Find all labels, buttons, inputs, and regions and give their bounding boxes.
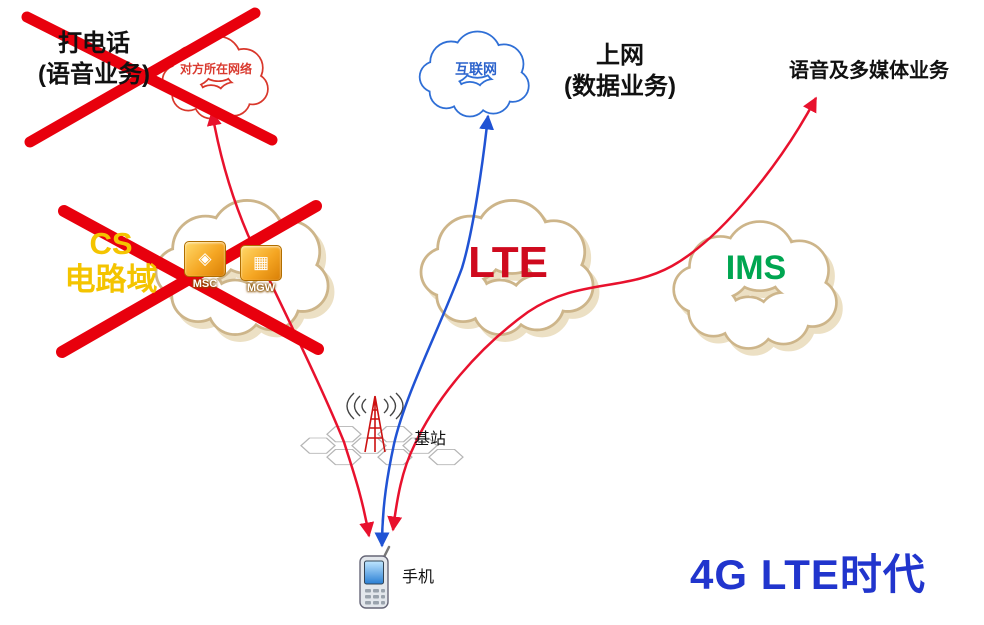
data-flow-line [374, 114, 495, 548]
mgw-label: MGW [246, 282, 276, 294]
phone-label: 手机 [402, 569, 435, 586]
mgw-icon: ▦ [240, 245, 282, 281]
internet-service-label: 上网 (数据业务) [540, 40, 700, 102]
voice-call-line1: 打电话 [58, 30, 130, 57]
msc-node: ◈ MSC [182, 241, 228, 290]
era-title: 4G LTE时代 [690, 551, 926, 598]
internet-service-line2: (数据业务) [564, 73, 676, 101]
voice-multimedia-service-label: 语音及多媒体业务 [789, 60, 949, 82]
ims-cloud-label: IMS [725, 249, 787, 287]
cross-out-cs-domain [56, 200, 324, 358]
cross-out-voice-legacy [21, 7, 278, 148]
phone-icon [359, 545, 391, 609]
msc-label: MSC [192, 278, 218, 290]
voice-call-service-label: 打电话 (语音业务) [14, 28, 174, 90]
voice-call-line2: (语音业务) [38, 61, 150, 89]
lte-cloud-label: LTE [468, 238, 548, 287]
cs-domain-line1: CS [89, 226, 133, 261]
mgw-node: ▦ MGW [238, 245, 284, 294]
internet-cloud-label: 互联网 [455, 61, 497, 77]
internet-service-line1: 上网 [596, 42, 644, 69]
voice-multimedia-flow-line [387, 96, 818, 532]
peer-network-cloud-label: 对方所在网络 [179, 62, 252, 76]
base-station-label: 基站 [414, 431, 447, 448]
cs-domain-line2: 电路域 [64, 261, 158, 297]
voice-legacy-flow-line [206, 110, 375, 538]
msc-icon: ◈ [184, 241, 226, 277]
cs-domain-label: CS 电路域 [50, 226, 172, 297]
